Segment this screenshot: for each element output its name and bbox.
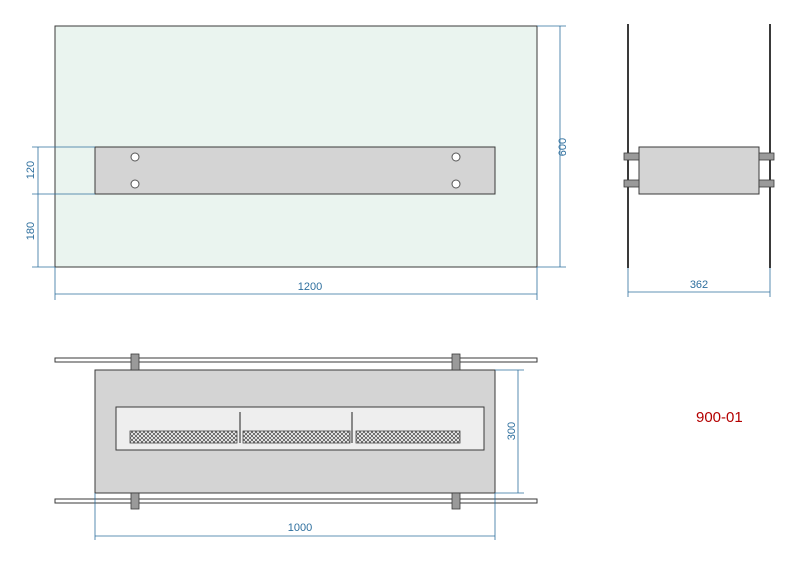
top-glass-back [54,357,538,363]
dimension-top-depth-label: 300 [506,422,518,440]
side-burner-box [638,146,760,195]
dimension-burner-offset-label: 180 [25,222,37,240]
dimension-top-depth [495,369,524,494]
dimension-side-depth [627,268,771,297]
dimension-width [54,267,538,300]
flame-mesh-3 [355,430,461,444]
top-glass-front [54,498,538,504]
dimension-burner [32,146,95,268]
flame-mesh-2 [242,430,351,444]
top-standoffs [130,353,461,510]
side-view: 362 [623,24,775,297]
dimension-height-label: 600 [557,138,569,156]
front-view: 1200 600 120 180 [25,25,569,300]
dimension-top-length [94,493,496,540]
fuel-tray [115,406,485,451]
mount-bolt [130,179,140,189]
model-code: 900-01 [696,409,743,426]
mount-bolt [451,152,461,162]
dimension-top-length-label: 1000 [288,522,312,534]
mount-bolt [451,179,461,189]
mount-bolt [130,152,140,162]
flame-mesh-1 [129,430,238,444]
dimension-height [537,25,566,268]
dimension-width-label: 1200 [298,281,322,293]
dimension-side-depth-label: 362 [690,279,708,291]
side-standoffs [623,152,775,188]
top-view: 1000 300 [54,353,538,540]
dimension-burner-height-label: 120 [25,161,37,179]
front-burner-box [94,146,496,195]
